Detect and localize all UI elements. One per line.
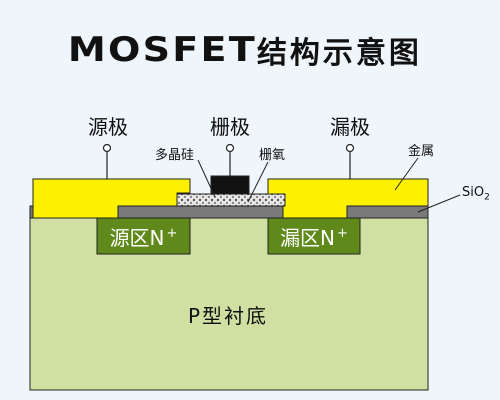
- gate-contact: [210, 175, 250, 195]
- title-cjk: 结构示意图: [256, 36, 422, 71]
- gate-oxide-leader-line: [247, 161, 269, 203]
- page-title: MOSFET 结构示意图: [0, 30, 500, 71]
- drain-region-label: 漏区N+: [268, 218, 360, 254]
- source-n-region: [96, 217, 191, 255]
- drain-pin: [345, 143, 355, 179]
- poly-silicon-layer: [176, 193, 286, 207]
- poly-leader-line: [197, 159, 216, 198]
- drain-terminal-label: 漏极: [330, 115, 370, 139]
- title-latin: MOSFET: [67, 30, 258, 70]
- source-region-text: 源区N: [109, 225, 165, 250]
- metal-leader-line: [394, 157, 419, 191]
- gate-terminal-label: 栅极: [210, 115, 250, 139]
- source-region-label: 源区N+: [97, 218, 190, 254]
- drain-region-text: 漏区N: [280, 225, 336, 250]
- poly-label: 多晶硅: [155, 148, 195, 163]
- sio2-label: SiO2: [462, 185, 490, 203]
- source-terminal-label: 源极: [88, 115, 128, 139]
- gate-pin: [225, 143, 235, 176]
- p-substrate: [29, 217, 429, 391]
- metal-label: 金属: [408, 144, 435, 159]
- sio2-label-main: SiO: [462, 185, 485, 200]
- source-region-plus: +: [166, 225, 178, 241]
- substrate-label: P型衬底: [188, 304, 269, 328]
- drain-region-plus: +: [337, 225, 348, 241]
- source-pin: [102, 143, 112, 179]
- sio2-leader-line: [417, 194, 461, 213]
- sio2-label-sub: 2: [484, 192, 490, 203]
- drain-n-region: [267, 217, 361, 255]
- gate-oxide-label: 栅氧: [259, 148, 286, 163]
